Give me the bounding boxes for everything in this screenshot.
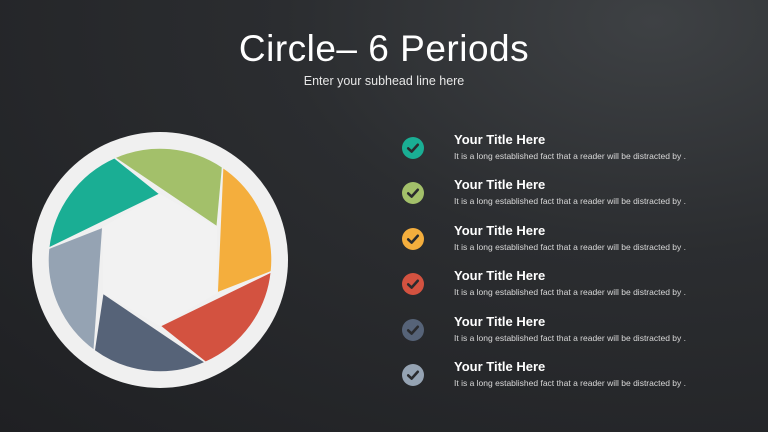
period-list: Your Title Here It is a long established…: [400, 130, 760, 402]
list-item: Your Title Here It is a long established…: [400, 221, 760, 266]
item-body: It is a long established fact that a rea…: [454, 287, 686, 298]
item-title: Your Title Here: [454, 222, 546, 238]
list-item: Your Title Here It is a long established…: [400, 312, 760, 357]
check-circle-icon: [402, 318, 424, 341]
item-title: Your Title Here: [454, 177, 546, 193]
item-body: It is a long established fact that a rea…: [454, 377, 686, 388]
item-title: Your Title Here: [454, 268, 546, 284]
item-body: It is a long established fact that a rea…: [454, 332, 686, 343]
center-hexagon: [102, 194, 218, 326]
list-item: Your Title Here It is a long established…: [400, 130, 760, 175]
item-body: It is a long established fact that a rea…: [454, 241, 686, 252]
check-circle-icon: [402, 182, 424, 205]
item-title: Your Title Here: [454, 132, 546, 147]
slide-title: Circle– 6 Periods: [238, 28, 530, 69]
slide-subhead: Enter your subhead line here: [303, 74, 465, 88]
item-body: It is a long established fact that a rea…: [454, 151, 686, 161]
check-circle-icon: [402, 227, 424, 250]
item-title: Your Title Here: [454, 358, 546, 374]
item-body: It is a long established fact that a rea…: [454, 196, 686, 207]
aperture-diagram: [28, 120, 308, 400]
aperture-svg: [32, 132, 288, 388]
item-title: Your Title Here: [454, 313, 546, 329]
list-item: Your Title Here It is a long established…: [400, 357, 760, 402]
list-item: Your Title Here It is a long established…: [400, 175, 760, 220]
check-circle-icon: [402, 137, 424, 159]
check-circle-icon: [402, 363, 424, 386]
segment-teal: [47, 156, 161, 250]
check-circle-icon: [402, 273, 424, 296]
list-item: Your Title Here It is a long established…: [400, 266, 760, 311]
